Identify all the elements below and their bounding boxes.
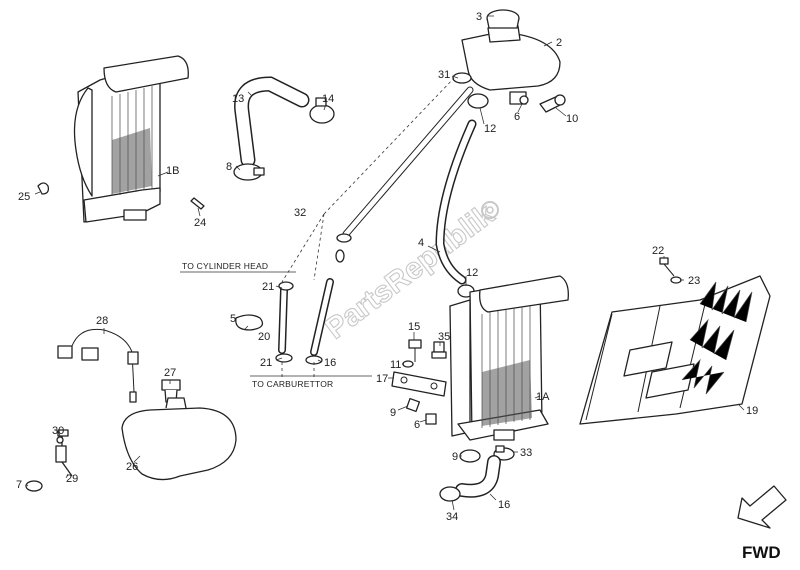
callout-31: 31 bbox=[438, 69, 450, 81]
callout-27: 27 bbox=[164, 367, 176, 379]
reservoir-26 bbox=[121, 397, 237, 481]
fwd-arrow-icon bbox=[737, 485, 787, 529]
clamp-31 bbox=[452, 72, 472, 84]
clamp-32-junction bbox=[335, 233, 352, 263]
callout-22: 22 bbox=[652, 245, 664, 257]
callout-28: 28 bbox=[96, 315, 108, 327]
fwd-label: FWD bbox=[742, 543, 781, 562]
callout-23: 23 bbox=[688, 275, 700, 287]
clamp-8 bbox=[233, 163, 265, 181]
note-to-carburettor: TO CARBURETTOR bbox=[252, 379, 333, 389]
callout-11: 11 bbox=[390, 359, 401, 371]
callout-30: 30 bbox=[52, 425, 64, 437]
callout-24: 24 bbox=[194, 217, 206, 229]
callout-8: 8 bbox=[226, 161, 232, 173]
grommet-9 bbox=[459, 449, 481, 463]
callout-9-right: 9 bbox=[452, 451, 458, 463]
nut-6-upper bbox=[519, 95, 529, 105]
callout-1a: 1A bbox=[536, 391, 550, 403]
clamp-12-upper bbox=[467, 93, 489, 109]
callout-21-lower: 21 bbox=[260, 357, 272, 369]
callout-6-lower: 6 bbox=[414, 419, 420, 431]
bolt-15 bbox=[408, 339, 422, 362]
leader-lines bbox=[25, 15, 745, 511]
bracket-17 bbox=[391, 371, 447, 397]
clip-7 bbox=[25, 480, 43, 492]
callout-16-hose: 16 bbox=[498, 499, 510, 511]
hose-32 bbox=[342, 86, 474, 238]
rubber-9-left bbox=[405, 397, 421, 413]
sensor-28 bbox=[57, 328, 139, 403]
callout-6-upper: 6 bbox=[514, 111, 520, 123]
callout-labels: 1A 1B 2 3 4 5 6 6 7 8 9 9 10 11 12 12 13… bbox=[16, 11, 758, 523]
callout-20: 20 bbox=[258, 331, 270, 343]
bolt-29 bbox=[55, 429, 73, 477]
callout-13: 13 bbox=[232, 93, 244, 105]
pipe-16-small bbox=[310, 278, 334, 356]
callout-10: 10 bbox=[566, 113, 578, 125]
washer-11 bbox=[402, 360, 414, 368]
nut-6-lower bbox=[425, 413, 437, 425]
clamp-21-lower bbox=[275, 353, 323, 365]
hose-13 bbox=[234, 76, 310, 168]
callout-32: 32 bbox=[294, 207, 306, 219]
callout-1b: 1B bbox=[166, 165, 179, 177]
bolt-10 bbox=[539, 94, 566, 113]
pipe-20 bbox=[278, 286, 288, 354]
callout-12-upper: 12 bbox=[484, 123, 496, 135]
callout-15: 15 bbox=[408, 321, 420, 333]
leader-carb bbox=[281, 362, 315, 378]
callout-34: 34 bbox=[446, 511, 458, 523]
watermark-gear-icon bbox=[481, 201, 499, 219]
radiator-1a bbox=[449, 275, 569, 441]
callout-4: 4 bbox=[418, 237, 424, 249]
callout-26: 26 bbox=[126, 461, 138, 473]
callout-2: 2 bbox=[556, 37, 562, 49]
leader-32-top bbox=[323, 77, 455, 215]
leader-32 bbox=[281, 213, 325, 283]
radiator-1b bbox=[73, 55, 189, 223]
callout-33: 33 bbox=[520, 447, 532, 459]
callout-9-left: 9 bbox=[390, 407, 396, 419]
callout-21-upper: 21 bbox=[262, 281, 274, 293]
cap-3 bbox=[486, 9, 520, 29]
bolt-35 bbox=[431, 341, 447, 359]
callout-25: 25 bbox=[18, 191, 30, 203]
hose-4 bbox=[435, 119, 477, 285]
washer-30 bbox=[56, 436, 64, 444]
callout-7: 7 bbox=[16, 479, 22, 491]
bolt-22 bbox=[659, 257, 675, 277]
clip-25 bbox=[37, 182, 50, 195]
expansion-tank-2 bbox=[461, 25, 561, 105]
note-to-cylinder-head: TO CYLINDER HEAD bbox=[182, 261, 268, 271]
callout-35: 35 bbox=[438, 331, 450, 343]
hose-16 bbox=[455, 455, 501, 498]
clamp-34 bbox=[439, 486, 461, 502]
callout-29: 29 bbox=[66, 473, 78, 485]
callout-17: 17 bbox=[376, 373, 388, 385]
callout-3: 3 bbox=[476, 11, 482, 23]
grille-19 bbox=[579, 275, 771, 425]
callout-19: 19 bbox=[746, 405, 758, 417]
callout-16-small: 16 bbox=[324, 357, 336, 369]
callout-12-lower: 12 bbox=[466, 267, 478, 279]
callout-5: 5 bbox=[230, 313, 236, 325]
callout-14: 14 bbox=[322, 93, 334, 105]
bolt-24 bbox=[190, 197, 205, 210]
clamp-33 bbox=[493, 445, 515, 461]
washer-23 bbox=[670, 276, 682, 284]
clamp-14 bbox=[309, 97, 335, 124]
spring-clip-5 bbox=[235, 314, 264, 331]
clamp-21-upper bbox=[278, 281, 294, 291]
